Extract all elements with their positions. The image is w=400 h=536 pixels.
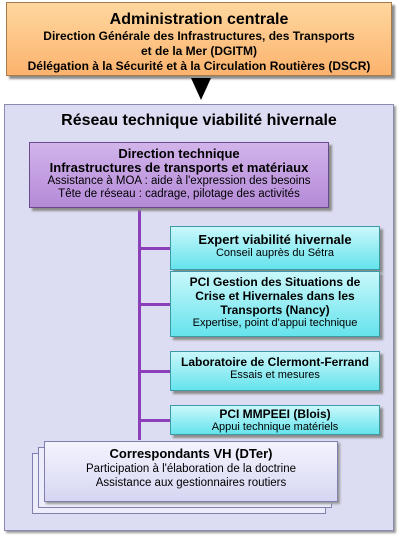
expert-vh-title: Expert viabilité hivernale <box>198 232 352 247</box>
connector-laboratoire <box>138 370 170 373</box>
dscr-line: Délégation à la Sécurité et à la Circula… <box>27 59 371 73</box>
pci-nancy-title-1: PCI Gestion des Situations de <box>189 275 361 289</box>
dgitm-line-2: et de la Mer (DGITM) <box>140 44 257 58</box>
laboratoire-title: Laboratoire de Clermont-Ferrand <box>180 355 370 369</box>
direction-subtitle: Infrastructures de transports et matéria… <box>49 160 309 175</box>
pci-nancy-title-3: Transports (Nancy) <box>220 303 330 317</box>
central-administration-box: Administration centrale Direction Généra… <box>6 2 392 76</box>
pci-blois-desc: Appui technique matériels <box>211 421 339 433</box>
dgitm-line-1: Direction Générale des Infrastructures, … <box>43 29 355 43</box>
pci-blois-box: PCI MMPEEI (Blois) Appui technique matér… <box>170 405 380 435</box>
expert-vh-box: Expert viabilité hivernale Conseil auprè… <box>170 226 380 270</box>
down-arrow-icon <box>191 78 211 100</box>
pci-nancy-desc: Expertise, point d'appui technique <box>192 317 358 329</box>
network-title: Réseau technique viabilité hivernale <box>61 112 337 129</box>
direction-technique-box: Direction technique Infrastructures de t… <box>29 142 329 208</box>
connector-pci-nancy <box>138 303 170 306</box>
pci-blois-title: PCI MMPEEI (Blois) <box>219 407 331 421</box>
connector-pci-blois <box>138 419 170 422</box>
direction-title: Direction technique <box>118 146 240 161</box>
connector-vertical <box>138 208 141 440</box>
correspondants-box: Correspondants VH (DTer) Participation à… <box>44 441 338 502</box>
pci-nancy-title-2: Crise et Hivernales dans les <box>195 289 355 303</box>
direction-role-reseau: Tête de réseau : cadrage, pilotage des a… <box>58 188 300 200</box>
laboratoire-box: Laboratoire de Clermont-Ferrand Essais e… <box>170 351 380 391</box>
correspondants-title: Correspondants VH (DTer) <box>109 446 273 461</box>
central-administration-title: Administration centrale <box>109 11 289 28</box>
correspondants-role-assistance: Assistance aux gestionnaires routiers <box>95 477 287 489</box>
direction-role-moa: Assistance à MOA : aide à l'expression d… <box>47 175 311 187</box>
connector-expert <box>138 247 170 250</box>
pci-nancy-box: PCI Gestion des Situations de Crise et H… <box>170 271 380 337</box>
correspondants-role-doctrine: Participation à l'élaboration de la doct… <box>86 463 296 475</box>
expert-vh-desc: Conseil auprès du Sétra <box>215 247 334 259</box>
laboratoire-desc: Essais et mesures <box>230 369 320 381</box>
